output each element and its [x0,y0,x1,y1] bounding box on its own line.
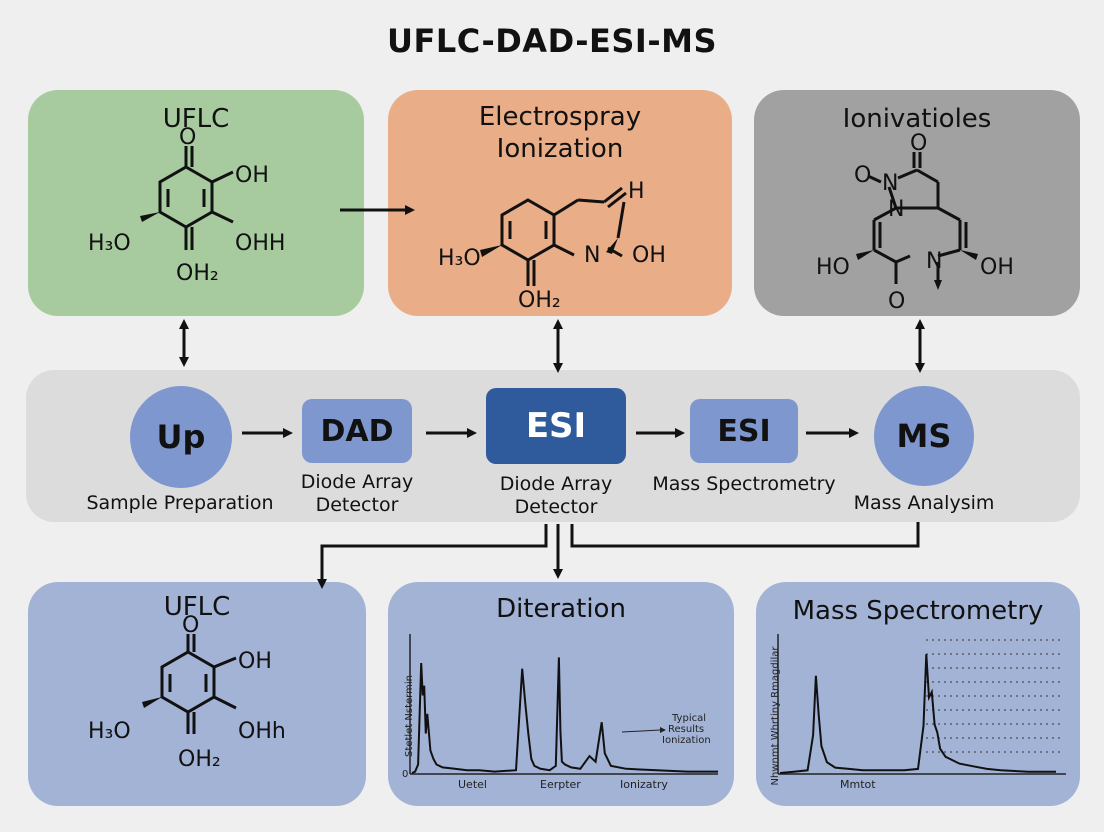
chart-x-tick-label: Uetel [458,778,487,791]
atom-label: H₃O [88,231,131,256]
annotation-text-line3: Ionization [662,735,711,746]
stage-up-label: Sample Preparation [86,492,274,514]
stage-ms-label: Mass Spectrometry [652,473,836,495]
mass-spectrum-chart: Nhwnmt Whrtiny Rmagdilar Mmtot [770,634,1066,791]
connector-ms-loop [570,522,920,548]
atom-label: OH₂ [176,261,219,286]
connector-to-uflc-bottom [317,524,548,589]
atom-label: O [888,289,905,314]
atom-label: N [882,171,898,196]
atom-label: O [854,163,871,188]
atom-label: OH₂ [178,747,221,772]
panel-title-line2: Ionization [496,134,624,164]
atom-label: H₃O [88,719,131,744]
panel-title: Diteration [496,594,626,624]
stage-esi-label-line2: Detector [514,496,598,518]
stage-dad-box[interactable]: DAD [302,399,412,463]
stage-esi2-box[interactable]: ESI [690,399,798,463]
stage-up-circle[interactable]: Up [130,386,232,488]
panel-electrospray-ionization: Electrospray Ionization H H₃O N OH OH₂ [388,90,732,316]
stage-ms-circle[interactable]: MS [874,386,974,486]
atom-label: H [628,179,645,204]
atom-label: N [888,197,904,222]
panel-title: Ionivatioles [842,104,992,134]
stage-esi-box[interactable]: ESI [486,388,626,464]
diagram-title: UFLC-DAD-ESI-MS [387,22,717,60]
annotation-arrow [621,729,661,733]
panel-uflc-top: UFLC O OH H₃O OHH OH₂ [28,90,364,316]
atom-label: O [179,125,196,150]
atom-label: O [182,613,199,638]
annotation-text-line1: Typical [671,713,706,724]
chart-x-tick-label: Ionizatry [620,778,668,791]
atom-label: OH₂ [518,288,561,313]
atom-label: O [910,131,927,156]
chart-zero-label: 0 [402,769,408,780]
chart-x-tick-label: Eerpter [540,778,581,791]
atom-label: N [926,249,942,274]
chart-series-line [411,657,718,774]
atom-label: OH [980,255,1014,280]
atom-label: OH [235,163,269,188]
atom-label: H₃O [438,246,481,271]
atom-label: HO [816,255,850,280]
molecule-structure: O OH H₃O OHh OH₂ [88,613,286,772]
stage-mass-analysis-label: Mass Analysim [853,492,995,514]
atom-label: OHH [235,231,285,256]
atom-label: OH [238,649,272,674]
panel-mass-spectrometry: Mass Spectrometry Nhwnmt Whrtiny Rmagdil… [756,582,1080,806]
atom-label: OHh [238,719,286,744]
chart-y-axis-label: Nhwnmt Whrtiny Rmagdilar [770,646,781,786]
molecule-structure: O O N N HO N OH O [816,131,1014,314]
annotation-text-line2: Results [668,724,704,735]
stage-dad-label-line2: Detector [315,494,399,516]
chart-gridlines [926,639,1064,753]
panel-title: UFLC [163,592,231,622]
panel-title: Mass Spectrometry [792,596,1044,626]
panel-ionivatioles: Ionivatioles O O N N [754,90,1080,316]
atom-label: N [584,243,600,268]
panel-title-line1: Electrospray [478,102,642,132]
panel-title: UFLC [162,104,230,134]
stage-esi-label-line1: Diode Array [499,473,613,495]
stage-dad-label-line1: Diode Array [300,471,414,493]
molecule-structure: H H₃O N OH OH₂ [438,179,666,313]
molecule-structure: O OH H₃O OHH OH₂ [88,125,285,286]
panel-diteration: Diteration Stetlet Nstermin 0 Uetel Eerp… [388,582,734,806]
chart-series-line [779,654,1056,774]
atom-label: OH [632,243,666,268]
chart-x-tick-label: Mmtot [840,778,876,791]
annotation-arrowhead [660,727,666,733]
panel-uflc-bottom: UFLC O OH H₃O OHh OH₂ [28,582,366,806]
chromatogram-chart: Stetlet Nstermin 0 Uetel Eerpter Ionizat… [402,634,718,791]
